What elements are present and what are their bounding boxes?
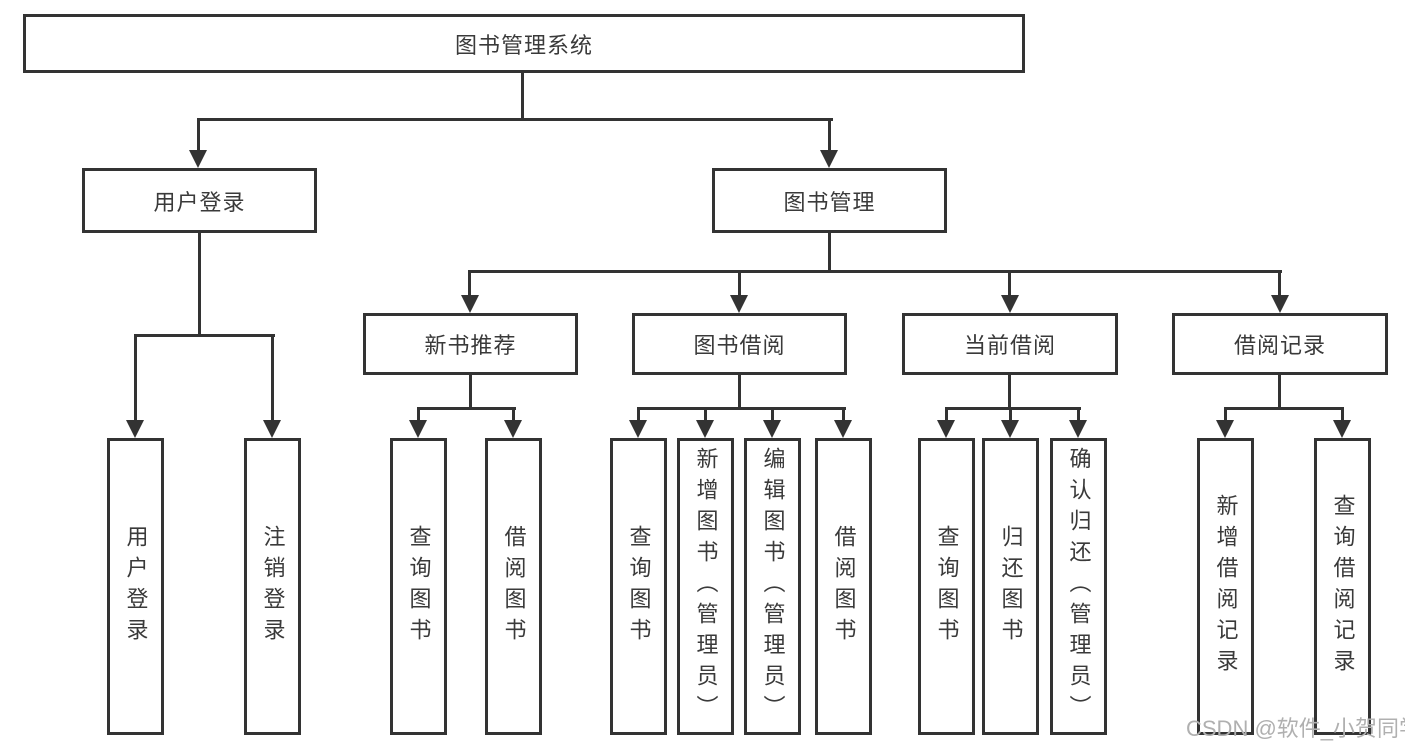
- connector-line: [521, 73, 524, 121]
- connector-line: [1077, 407, 1080, 424]
- leaf-borrowing-borrow-book: 借阅图书: [815, 438, 872, 735]
- connector-line: [842, 407, 845, 424]
- node-user-login: 用户登录: [82, 168, 317, 233]
- arrow-down-icon: [629, 420, 647, 438]
- leaf-current-query-book: 查询图书: [918, 438, 975, 735]
- node-book-management: 图书管理: [712, 168, 947, 233]
- node-current-borrowing: 当前借阅: [902, 313, 1118, 375]
- connector-line: [945, 407, 948, 424]
- connector-line: [1278, 375, 1281, 410]
- connector-line: [417, 407, 516, 410]
- node-borrowing-records: 借阅记录: [1172, 313, 1388, 375]
- connector-line: [738, 375, 741, 410]
- connector-line: [1224, 407, 1227, 424]
- leaf-borrowing-add-book-admin: 新增图书（管理员）: [677, 438, 734, 735]
- connector-line: [828, 233, 831, 273]
- connector-line: [134, 334, 137, 424]
- connector-line: [704, 407, 707, 424]
- connector-line: [1278, 270, 1281, 298]
- connector-line: [738, 270, 741, 298]
- connector-line: [637, 407, 846, 410]
- connector-line: [469, 375, 472, 410]
- arrow-down-icon: [820, 150, 838, 168]
- connector-line: [417, 407, 420, 424]
- arrow-down-icon: [1001, 295, 1019, 313]
- leaf-records-add-record: 新增借阅记录: [1197, 438, 1254, 735]
- node-book-borrowing: 图书借阅: [632, 313, 847, 375]
- connector-line: [637, 407, 640, 424]
- leaf-recommend-query-book: 查询图书: [390, 438, 447, 735]
- leaf-borrowing-query-book: 查询图书: [610, 438, 667, 735]
- connector-line: [198, 233, 201, 337]
- arrow-down-icon: [834, 420, 852, 438]
- csdn-watermark: CSDN @软件_小贺同学: [1186, 716, 1405, 741]
- arrow-down-icon: [1271, 295, 1289, 313]
- arrow-down-icon: [1333, 420, 1351, 438]
- leaf-user-login: 用户登录: [107, 438, 164, 735]
- node-library-management-system: 图书管理系统: [23, 14, 1025, 73]
- connector-line: [197, 118, 833, 121]
- connector-line: [271, 334, 274, 424]
- connector-line: [468, 270, 471, 298]
- connector-line: [512, 407, 515, 424]
- connector-line: [771, 407, 774, 424]
- arrow-down-icon: [504, 420, 522, 438]
- arrow-down-icon: [1216, 420, 1234, 438]
- arrow-down-icon: [126, 420, 144, 438]
- leaf-current-confirm-return-admin: 确认归还（管理员）: [1050, 438, 1107, 735]
- arrow-down-icon: [696, 420, 714, 438]
- leaf-logout: 注销登录: [244, 438, 301, 735]
- leaf-recommend-borrow-book: 借阅图书: [485, 438, 542, 735]
- arrow-down-icon: [409, 420, 427, 438]
- arrow-down-icon: [189, 150, 207, 168]
- connector-line: [197, 118, 200, 154]
- connector-line: [1341, 407, 1344, 424]
- arrow-down-icon: [461, 295, 479, 313]
- arrow-down-icon: [730, 295, 748, 313]
- leaf-current-return-book: 归还图书: [982, 438, 1039, 735]
- connector-line: [468, 270, 1282, 273]
- arrow-down-icon: [763, 420, 781, 438]
- node-new-book-recommendation: 新书推荐: [363, 313, 578, 375]
- leaf-borrowing-edit-book-admin: 编辑图书（管理员）: [744, 438, 801, 735]
- connector-line: [828, 118, 831, 154]
- arrow-down-icon: [263, 420, 281, 438]
- connector-line: [134, 334, 275, 337]
- connector-line: [1224, 407, 1344, 410]
- connector-line: [945, 407, 1081, 410]
- connector-line: [1009, 407, 1012, 424]
- arrow-down-icon: [1001, 420, 1019, 438]
- leaf-records-query-record: 查询借阅记录: [1314, 438, 1371, 735]
- arrow-down-icon: [937, 420, 955, 438]
- arrow-down-icon: [1069, 420, 1087, 438]
- connector-line: [1008, 270, 1011, 298]
- connector-line: [1008, 375, 1011, 410]
